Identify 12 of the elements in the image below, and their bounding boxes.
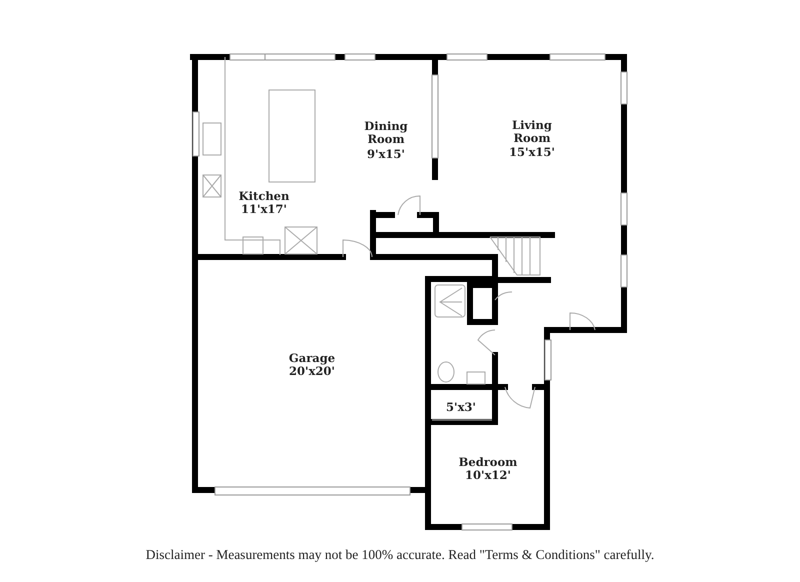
room-dimension: 11'x17' — [240, 203, 288, 216]
room-dimension: 15'x15' — [508, 146, 556, 159]
room-dimension: 9'x15' — [366, 148, 406, 161]
room-name: Garage — [288, 352, 336, 365]
room-name: Kitchen — [238, 190, 290, 203]
disclaimer-text: Disclaimer - Measurements may not be 100% accurate. Read "Terms & Conditions" carefully. — [146, 548, 654, 561]
room-dimension: 5'x3' — [445, 401, 477, 414]
room-name: Bedroom — [458, 456, 518, 469]
room-dimension: 20'x20' — [288, 365, 336, 378]
room-name: Living Room — [511, 119, 553, 145]
room-dimension: 10'x12' — [464, 469, 512, 482]
room-name: Dining Room — [363, 120, 409, 146]
